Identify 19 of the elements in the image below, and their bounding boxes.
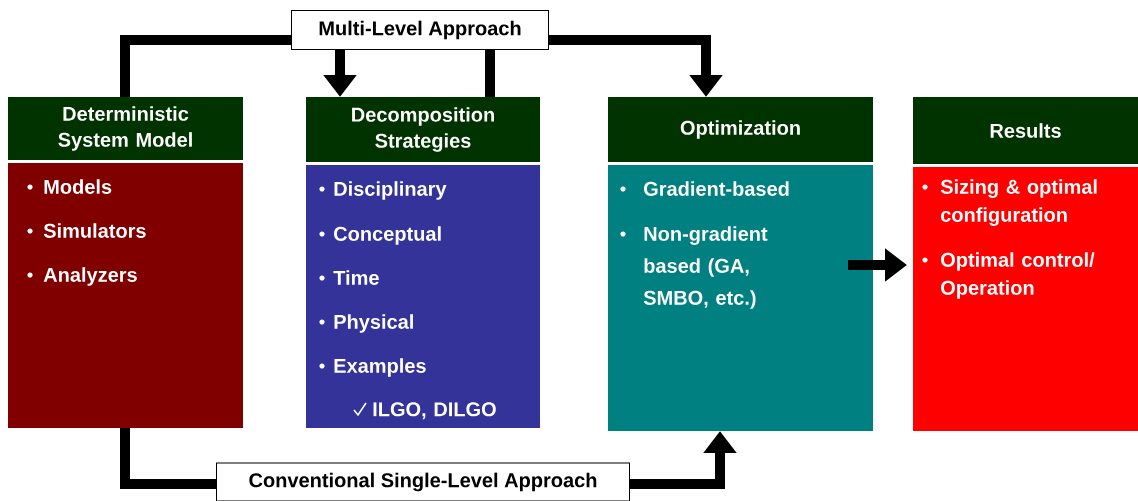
list-item: Models: [44, 179, 112, 194]
list-item: Gradient-based: [644, 181, 789, 196]
node-label: Decomposition Strategies: [352, 107, 494, 152]
list-item: Disciplinary: [334, 181, 447, 200]
list-item: Conceptual: [334, 226, 441, 245]
list-item: Sizing & optimal configuration: [940, 179, 1097, 226]
list-item: Examples: [334, 358, 426, 377]
list-item: Physical: [334, 314, 413, 333]
label-box: Conventional Single-Level Approach: [216, 462, 630, 501]
list-item: Simulators: [43, 223, 146, 238]
list-item: Time: [333, 270, 379, 285]
list-item: Non-gradient based (GA, SMBO, etc.): [643, 226, 768, 309]
node-label: Results: [990, 123, 1061, 138]
list-item: Optimal control/ Operation: [941, 252, 1095, 299]
node-label: Optimization: [680, 120, 800, 139]
label-box: Multi-Level Approach: [291, 10, 549, 50]
list-item: ILGO, DILGO: [373, 402, 496, 420]
node-label: Deterministic System Model: [58, 106, 192, 151]
list-item: Analyzers: [43, 267, 137, 286]
